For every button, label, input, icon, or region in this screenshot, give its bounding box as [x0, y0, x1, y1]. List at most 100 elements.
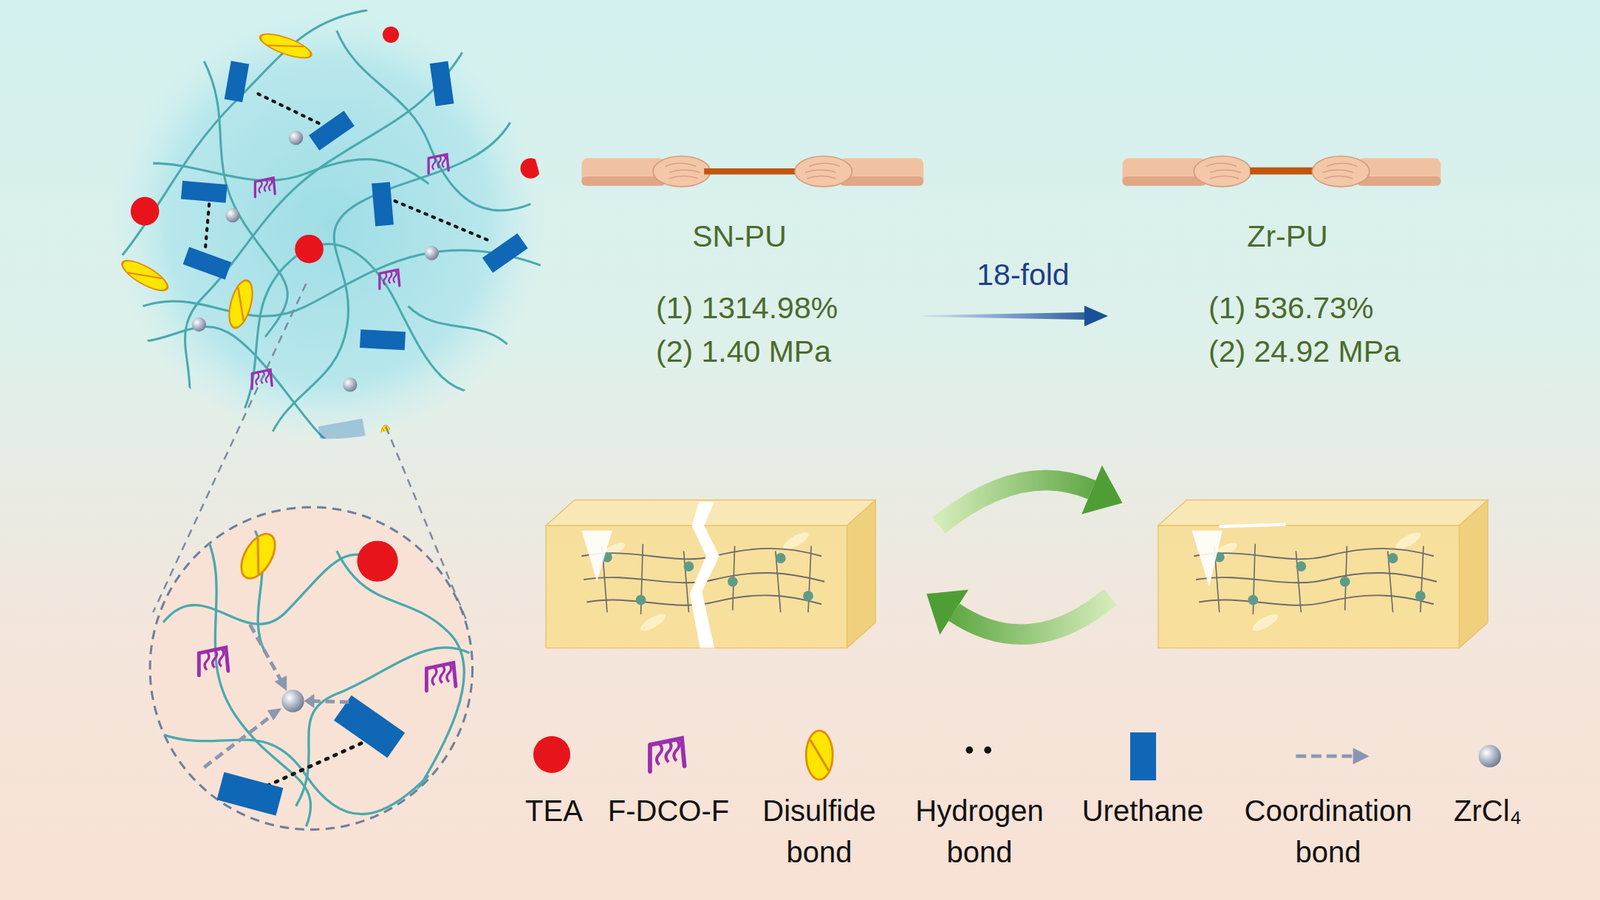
broken-block	[545, 500, 876, 648]
network-zoom-circle-part-part	[336, 30, 531, 211]
network-zoom-circle-part-part-part	[395, 200, 490, 241]
cycle-arrows-part	[938, 480, 1092, 526]
network-zoom-circle	[112, 5, 546, 450]
arrow-head	[1084, 305, 1109, 327]
network-zoom-circle-part-part-part	[359, 329, 406, 351]
sample-name: Zr-PU	[1246, 218, 1328, 255]
legend-swatch	[533, 736, 571, 774]
network-zoom-circle-part-part	[257, 29, 314, 63]
coordination-zoom-circle-part-part	[267, 675, 315, 721]
coordination-zoom-circle-part-part-part	[203, 714, 274, 768]
healed-block-part	[1219, 524, 1287, 527]
coordination-zoom-circle	[149, 507, 473, 831]
coordination-zoom-circle-part-part	[333, 695, 405, 759]
coordination-zoom-circle-part-part	[203, 624, 349, 768]
network-zoom-circle-part-part	[192, 317, 207, 332]
network-zoom-circle-part-part	[245, 244, 511, 409]
network-zoom-circle-part-part	[122, 10, 368, 256]
network-zoom-circle-part-part-part	[318, 418, 366, 445]
coordination-zoom-circle-part	[198, 528, 456, 817]
legend-label: Coordination bond	[1231, 790, 1425, 874]
network-zoom-circle-part-part	[288, 130, 303, 145]
coordination-zoom-circle-part-part	[281, 689, 304, 713]
network-zoom-circle-part-part	[224, 277, 257, 331]
network-zoom-circle-part	[118, 26, 541, 445]
coordination-zoom-circle-part	[149, 507, 473, 831]
edge-label: 18-fold	[976, 257, 1069, 294]
coordination-zoom-circle-part-part	[267, 743, 362, 786]
cycle-arrows-part	[954, 597, 1111, 636]
coordination-zoom-circle-part-part	[198, 647, 229, 676]
coordination-zoom-circle-part-part	[336, 551, 465, 807]
network-zoom-circle-part-part-part	[308, 110, 355, 151]
network-zoom-circle-part-part-part	[371, 181, 394, 227]
healed-block	[1158, 500, 1488, 648]
network-zoom-circle-part-part-part	[205, 203, 210, 252]
coordination-zoom-circle-part-part	[216, 772, 283, 817]
stretch-photo-snpu-part	[794, 155, 924, 187]
cycle-arrows-part	[1081, 465, 1123, 515]
coordination-zoom-circle-part-part-part	[249, 624, 282, 682]
legend-symbols-part	[650, 738, 685, 772]
broken-block-part	[689, 502, 720, 649]
legend-label: Urethane	[1082, 790, 1205, 832]
stretch-photo-zrpu-part	[1249, 167, 1322, 176]
legend-label: Hydrogen bond	[905, 790, 1054, 874]
legend-symbols	[650, 731, 1502, 781]
network-zoom-circle-part-part-part	[482, 233, 529, 274]
sample-name: SN-PU	[692, 218, 787, 255]
network-zoom-circle-part-part	[152, 159, 429, 184]
network-zoom-circle-part-part	[112, 326, 337, 450]
legend-label: TEA	[525, 790, 583, 832]
result-block: SN-PU(1) 1314.98%(2) 1.40 MPa	[642, 210, 924, 374]
broken-block-part	[581, 531, 612, 583]
network-zoom-circle-part-part-part	[130, 197, 160, 227]
legend-symbols-part	[805, 731, 833, 781]
network-zoom-circle-part-part	[118, 255, 172, 297]
network-zoom-circle-part-part-part	[180, 180, 228, 204]
property-value: (2) 1.40 MPa	[655, 333, 832, 371]
stretch-photo-zrpu	[1122, 155, 1442, 187]
network-zoom-circle-part	[112, 10, 541, 450]
coordination-zoom-circle-part-part-part	[267, 708, 282, 721]
broken-block-part	[545, 500, 876, 648]
result-block: Zr-PU(1) 536.73%(2) 24.92 MPa	[1108, 210, 1470, 374]
legend-label: ZrCl₄	[1453, 790, 1522, 832]
cycle-arrows	[926, 465, 1123, 635]
legend-label: Disulfide bond	[745, 790, 894, 874]
network-zoom-circle-part-part	[408, 306, 511, 348]
network-zoom-circle-part-part	[205, 93, 490, 252]
legend-symbols-part	[1478, 745, 1502, 768]
coordination-zoom-circle-part	[163, 531, 470, 828]
stretch-photo-snpu-part	[703, 168, 806, 175]
cycle-arrows-part	[926, 590, 969, 636]
stretch-photo-zrpu-part	[1122, 155, 1252, 187]
legend-symbols-part	[965, 746, 973, 755]
network-zoom-circle-part-part	[428, 154, 449, 174]
network-zoom-circle-part-part-part	[294, 234, 324, 264]
arrow-shaft	[923, 312, 1085, 320]
network-zoom-circle-part-part	[254, 178, 275, 198]
network-zoom-circle-part-part-part	[257, 93, 322, 125]
stretch-photo-zrpu-part	[1311, 155, 1441, 187]
legend-swatch	[1130, 732, 1157, 781]
network-zoom-circle-part	[112, 5, 546, 439]
property-value: (2) 24.92 MPa	[1208, 333, 1401, 371]
legend-symbols-part	[1353, 748, 1370, 765]
network-zoom-circle-part-part-part	[224, 61, 250, 103]
legend-label: F-DCO-F	[607, 790, 730, 832]
network-zoom-circle-part-part	[379, 269, 400, 289]
fold-arrow	[923, 305, 1109, 327]
coordination-zoom-circle-part-part	[426, 663, 456, 692]
network-zoom-circle-part-part	[180, 61, 529, 446]
coordination-zoom-circle-part-part	[163, 554, 388, 625]
coordination-zoom-circle-part-part-part	[310, 701, 349, 702]
coordination-zoom-circle-part-part-part	[304, 694, 315, 709]
healed-block-part	[1191, 531, 1222, 588]
network-zoom-circle-part-part	[342, 377, 357, 392]
coordination-zoom-circle-part-part	[296, 647, 470, 807]
network-zoom-circle-part-part	[130, 26, 541, 264]
coordination-zoom-circle-part-part	[356, 541, 398, 583]
